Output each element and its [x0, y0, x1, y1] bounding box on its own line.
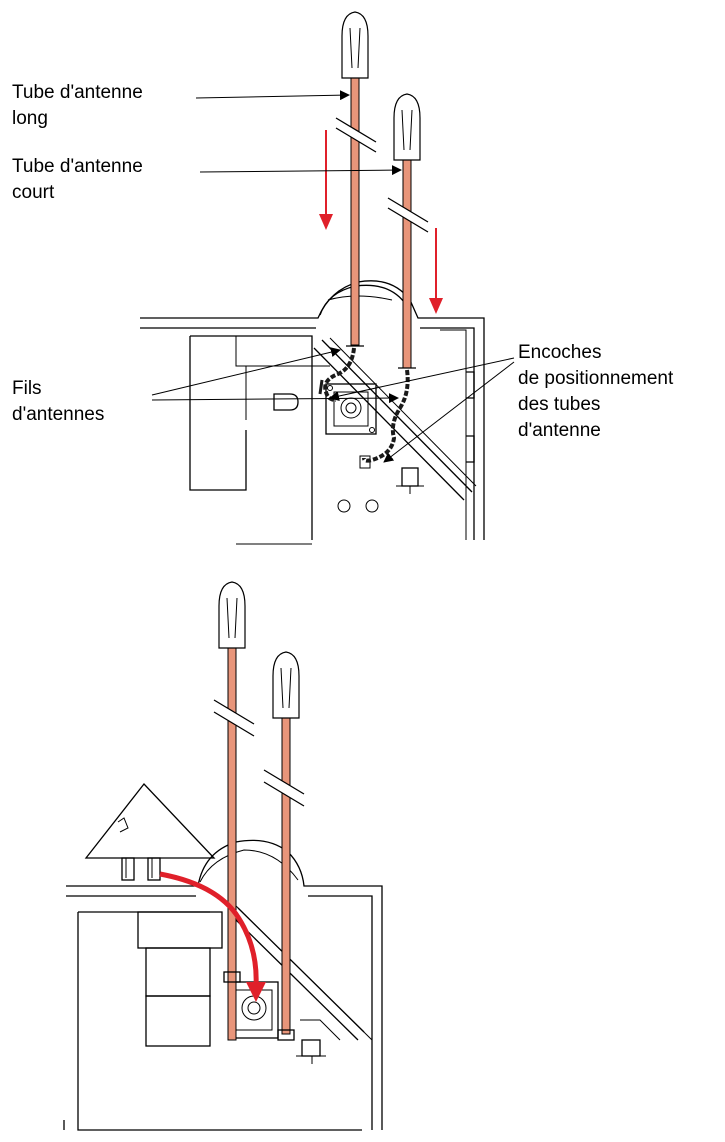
- bottom-illustration: [63, 581, 383, 1131]
- receiver-housing-top: [140, 280, 485, 545]
- long-tube-label: Tube d'antenne: [12, 82, 143, 103]
- down-arrow-icon: [319, 130, 333, 230]
- short-tube-label-line2: court: [12, 182, 55, 203]
- long-tube-label-line2: long: [12, 108, 48, 129]
- curved-arrow-icon: [159, 871, 266, 1002]
- antenna-cap-icon: [341, 11, 369, 79]
- notches-label-line4: d'antenne: [518, 420, 601, 441]
- wires-label-line2: d'antennes: [12, 404, 104, 425]
- short-antenna-tube-top: [387, 93, 429, 369]
- long-antenna-tube-bottom: [213, 581, 255, 1041]
- antenna-cap-icon: [393, 93, 421, 161]
- antenna-cap-icon: [218, 581, 246, 649]
- long-antenna-tube-top: [335, 11, 377, 347]
- notches-label: Encoches: [518, 342, 601, 363]
- down-arrow-icon: [429, 228, 443, 314]
- receiver-housing-bottom: [63, 839, 383, 1131]
- short-antenna-tube-bottom: [263, 651, 305, 1041]
- notches-label-line2: de positionnement: [518, 368, 674, 389]
- insert-arrows: [319, 130, 443, 314]
- wires-label: Fils: [12, 378, 42, 399]
- leader-lines-top: [151, 90, 515, 463]
- short-tube-label: Tube d'antenne: [12, 156, 143, 177]
- notches-label-line3: des tubes: [518, 394, 600, 415]
- antenna-wires-top: [318, 347, 410, 463]
- antenna-cover-part: [84, 783, 216, 881]
- top-illustration: Tube d'antenne long Tube d'antenne court…: [12, 11, 674, 545]
- antenna-cap-icon: [272, 651, 300, 719]
